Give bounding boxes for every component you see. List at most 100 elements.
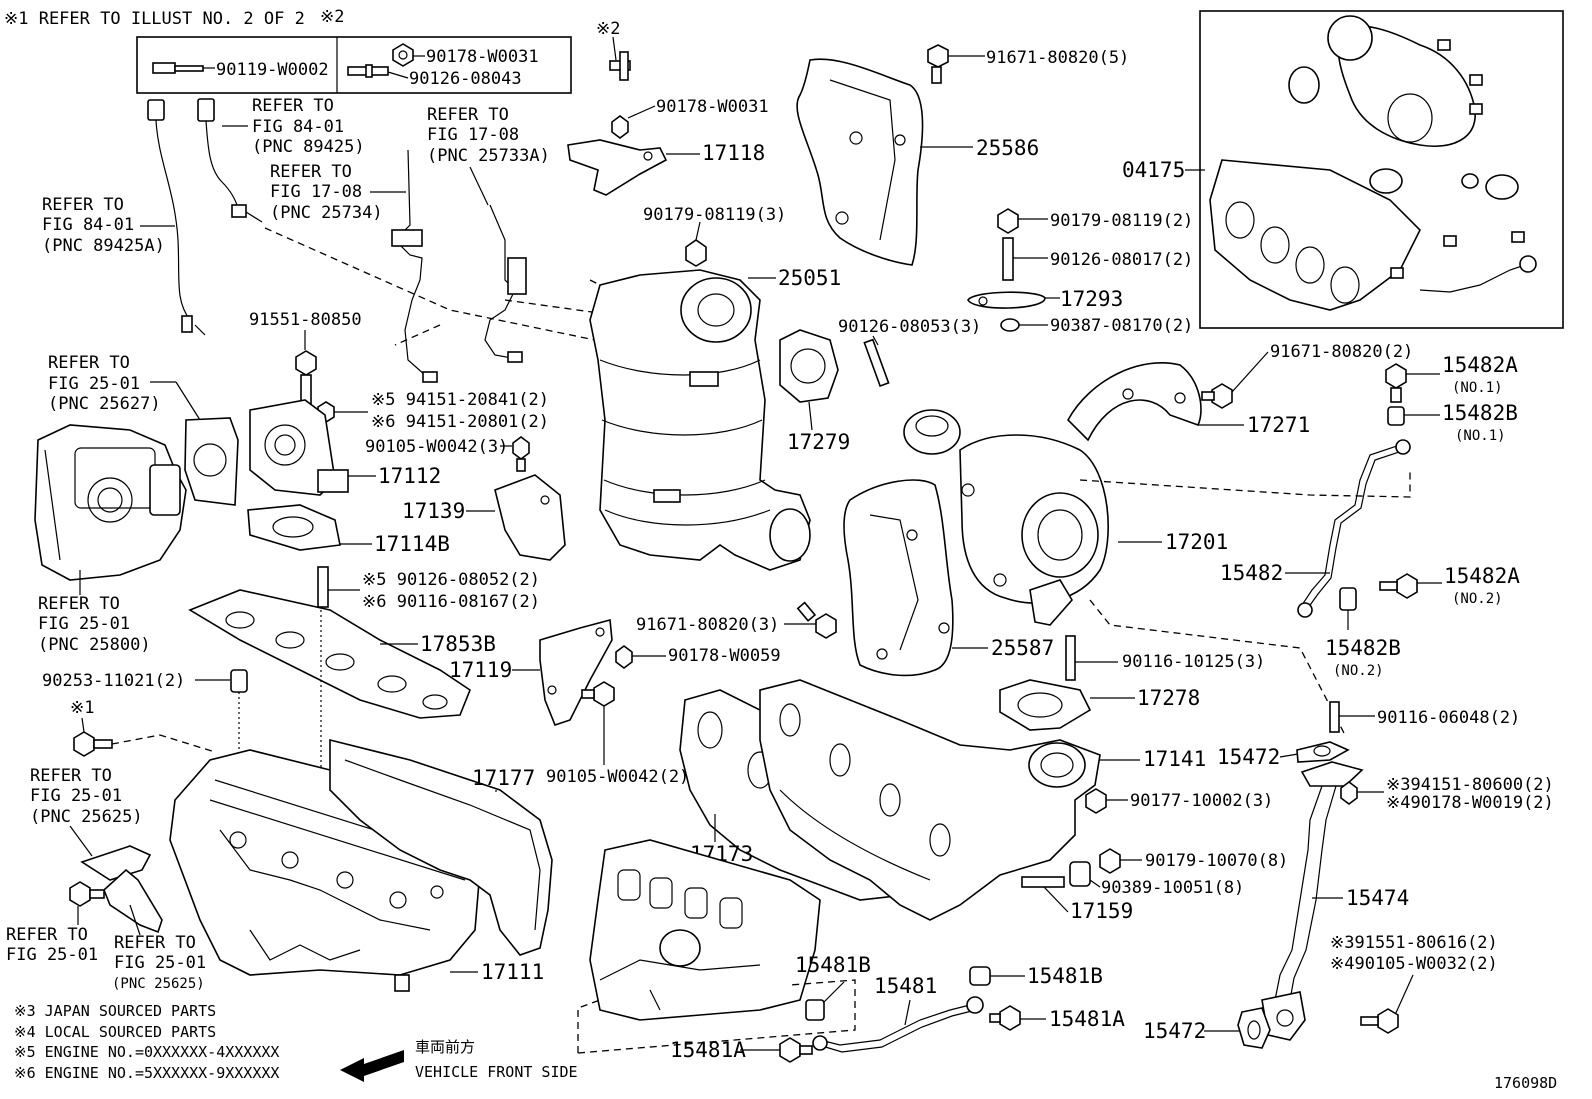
part-15482[interactable]: 15482 bbox=[1220, 561, 1283, 585]
part-15481B-b[interactable]: 15481B bbox=[1027, 964, 1103, 988]
part-15482A-no1[interactable]: 15482A bbox=[1442, 353, 1518, 377]
heat-insulator-17271[interactable] bbox=[1067, 362, 1202, 442]
refer-r5-l2[interactable]: FIG 25-01 bbox=[48, 374, 140, 394]
part-90116-08167-2[interactable]: ※6 90116-08167(2) bbox=[362, 592, 540, 612]
part-94151-20841-2[interactable]: ※5 94151-20841(2) bbox=[371, 390, 549, 410]
part-15482B-no1[interactable]: 15482B bbox=[1442, 401, 1518, 425]
part-17114B[interactable]: 17114B bbox=[374, 532, 450, 556]
part-15481[interactable]: 15481 bbox=[874, 974, 937, 998]
part-90116-06048-2[interactable]: 90116-06048(2) bbox=[1377, 708, 1520, 728]
part-91551-80850[interactable]: 91551-80850 bbox=[249, 310, 362, 330]
gasket-17114B[interactable] bbox=[247, 504, 341, 551]
part-90178-W0031-b[interactable]: 90178-W0031 bbox=[656, 97, 769, 117]
plate-17293[interactable] bbox=[967, 291, 1046, 309]
part-90126-08017-2[interactable]: 90126-08017(2) bbox=[1050, 250, 1193, 270]
part-90179-08119-2[interactable]: 90179-08119(2) bbox=[1050, 211, 1193, 231]
part-17279[interactable]: 17279 bbox=[787, 430, 850, 454]
part-15481A-a[interactable]: 15481A bbox=[670, 1038, 746, 1062]
part-90389-10051-8[interactable]: 90389-10051(8) bbox=[1101, 878, 1244, 898]
bracket-17118[interactable] bbox=[567, 139, 668, 196]
heat-insulator-25586[interactable] bbox=[796, 58, 924, 266]
part-17111[interactable]: 17111 bbox=[481, 960, 544, 984]
part-25587[interactable]: 25587 bbox=[991, 636, 1054, 660]
part-94151-20801-2[interactable]: ※6 94151-20801(2) bbox=[371, 412, 549, 432]
refer-r1-l2[interactable]: FIG 84-01 bbox=[42, 215, 134, 235]
refer-r9-l2[interactable]: FIG 25-01 bbox=[114, 953, 206, 973]
gasket-17278[interactable] bbox=[999, 679, 1092, 731]
refer-r8-l2[interactable]: FIG 25-01 bbox=[6, 945, 98, 965]
part-90105-W0032-2[interactable]: ※490105-W0032(2) bbox=[1330, 954, 1498, 974]
part-91671-80820-5[interactable]: 91671-80820(5) bbox=[986, 48, 1129, 68]
refer-r3-l2[interactable]: FIG 17-08 bbox=[270, 182, 362, 202]
part-17293[interactable]: 17293 bbox=[1060, 287, 1123, 311]
part-25586[interactable]: 25586 bbox=[976, 136, 1039, 160]
part-17119[interactable]: 17119 bbox=[449, 658, 512, 682]
part-17159[interactable]: 17159 bbox=[1070, 899, 1133, 923]
part-90387-08170-2[interactable]: 90387-08170(2) bbox=[1050, 316, 1193, 336]
part-90253-11021-2[interactable]: 90253-11021(2) bbox=[42, 671, 185, 691]
part-15481B-a[interactable]: 15481B bbox=[795, 953, 871, 977]
part-17112[interactable]: 17112 bbox=[378, 464, 441, 488]
refer-r3-l1: REFER TO bbox=[270, 162, 352, 182]
oil-pipe-15482[interactable] bbox=[1297, 439, 1411, 618]
refer-r4-l2[interactable]: FIG 17-08 bbox=[427, 125, 519, 145]
part-90178-W0019-2[interactable]: ※490178-W0019(2) bbox=[1386, 793, 1554, 813]
turbocharger-17201[interactable] bbox=[903, 409, 1109, 626]
heat-insulator-25587[interactable] bbox=[843, 479, 954, 677]
part-94151-80600-2[interactable]: ※394151-80600(2) bbox=[1386, 775, 1554, 795]
part-91551-80616-2[interactable]: ※391551-80616(2) bbox=[1330, 933, 1498, 953]
part-17853B[interactable]: 17853B bbox=[420, 632, 496, 656]
part-17139[interactable]: 17139 bbox=[402, 499, 465, 523]
part-15472-top[interactable]: 15472 bbox=[1217, 745, 1280, 769]
egr-adapter-17112[interactable] bbox=[249, 399, 349, 496]
bracket-17119[interactable] bbox=[539, 618, 613, 726]
part-15481A-b[interactable]: 15481A bbox=[1049, 1007, 1125, 1031]
gasket-17177[interactable] bbox=[329, 738, 553, 956]
refer-r6-l2[interactable]: FIG 25-01 bbox=[38, 614, 130, 634]
part-90105-W0042-3[interactable]: 90105-W0042(3) bbox=[365, 437, 508, 457]
part-90126-08052-2[interactable]: ※5 90126-08052(2) bbox=[362, 570, 540, 590]
part-15472-bottom[interactable]: 15472 bbox=[1143, 1019, 1206, 1043]
egr-valve-assembly bbox=[34, 424, 187, 581]
refer-r7-l2[interactable]: FIG 25-01 bbox=[30, 786, 122, 806]
part-17271[interactable]: 17271 bbox=[1247, 413, 1310, 437]
refer-r2-l2[interactable]: FIG 84-01 bbox=[252, 117, 344, 137]
part-90105-W0042-2[interactable]: 90105-W0042(2) bbox=[546, 767, 689, 787]
part-17278[interactable]: 17278 bbox=[1137, 686, 1200, 710]
part-90179-08119-3[interactable]: 90179-08119(3) bbox=[643, 205, 786, 225]
part-90126-08043[interactable]: 90126-08043 bbox=[409, 69, 522, 89]
part-90119-W0002[interactable]: 90119-W0002 bbox=[216, 60, 329, 80]
exhaust-manifold-17141[interactable] bbox=[759, 679, 1101, 921]
oil-drain-pipe-15474[interactable] bbox=[1261, 761, 1364, 1041]
part-90178-W0031[interactable]: 90178-W0031 bbox=[426, 47, 539, 67]
part-15482A-no2[interactable]: 15482A bbox=[1444, 564, 1520, 588]
part-90178-W0059[interactable]: 90178-W0059 bbox=[668, 646, 781, 666]
exhaust-temp-sensor-b bbox=[484, 204, 527, 363]
part-91671-80820-2[interactable]: 91671-80820(2) bbox=[1270, 342, 1413, 362]
inset-assembly-04175[interactable] bbox=[1199, 10, 1564, 329]
part-90116-10125-3[interactable]: 90116-10125(3) bbox=[1122, 652, 1265, 672]
bolt-icon bbox=[152, 62, 204, 74]
catalytic-converter-25051[interactable] bbox=[589, 269, 811, 571]
part-17118[interactable]: 17118 bbox=[702, 141, 765, 165]
part-90179-10070-8[interactable]: 90179-10070(8) bbox=[1145, 851, 1288, 871]
part-17141[interactable]: 17141 bbox=[1143, 747, 1206, 771]
engine-block bbox=[589, 839, 821, 1021]
bolt-icon bbox=[1201, 383, 1233, 409]
nut-icon bbox=[805, 999, 825, 1021]
gasket-17279[interactable] bbox=[779, 329, 839, 403]
bracket-17139[interactable] bbox=[494, 474, 566, 561]
part-17201[interactable]: 17201 bbox=[1165, 530, 1228, 554]
part-04175[interactable]: 04175 bbox=[1122, 158, 1185, 182]
nut-icon bbox=[1085, 788, 1107, 814]
part-90126-08053-3[interactable]: 90126-08053(3) bbox=[838, 317, 981, 337]
part-91671-80820-3[interactable]: 91671-80820(3) bbox=[636, 615, 779, 635]
part-25051[interactable]: 25051 bbox=[778, 266, 841, 290]
oil-pipe-15481[interactable] bbox=[812, 996, 984, 1053]
stud-bolt-icon bbox=[1329, 701, 1340, 733]
gasket-17853B[interactable] bbox=[188, 589, 471, 719]
part-15474[interactable]: 15474 bbox=[1346, 886, 1409, 910]
part-15482B-no2[interactable]: 15482B bbox=[1325, 636, 1401, 660]
part-17177[interactable]: 17177 bbox=[472, 766, 535, 790]
part-90177-10002-3[interactable]: 90177-10002(3) bbox=[1130, 791, 1273, 811]
